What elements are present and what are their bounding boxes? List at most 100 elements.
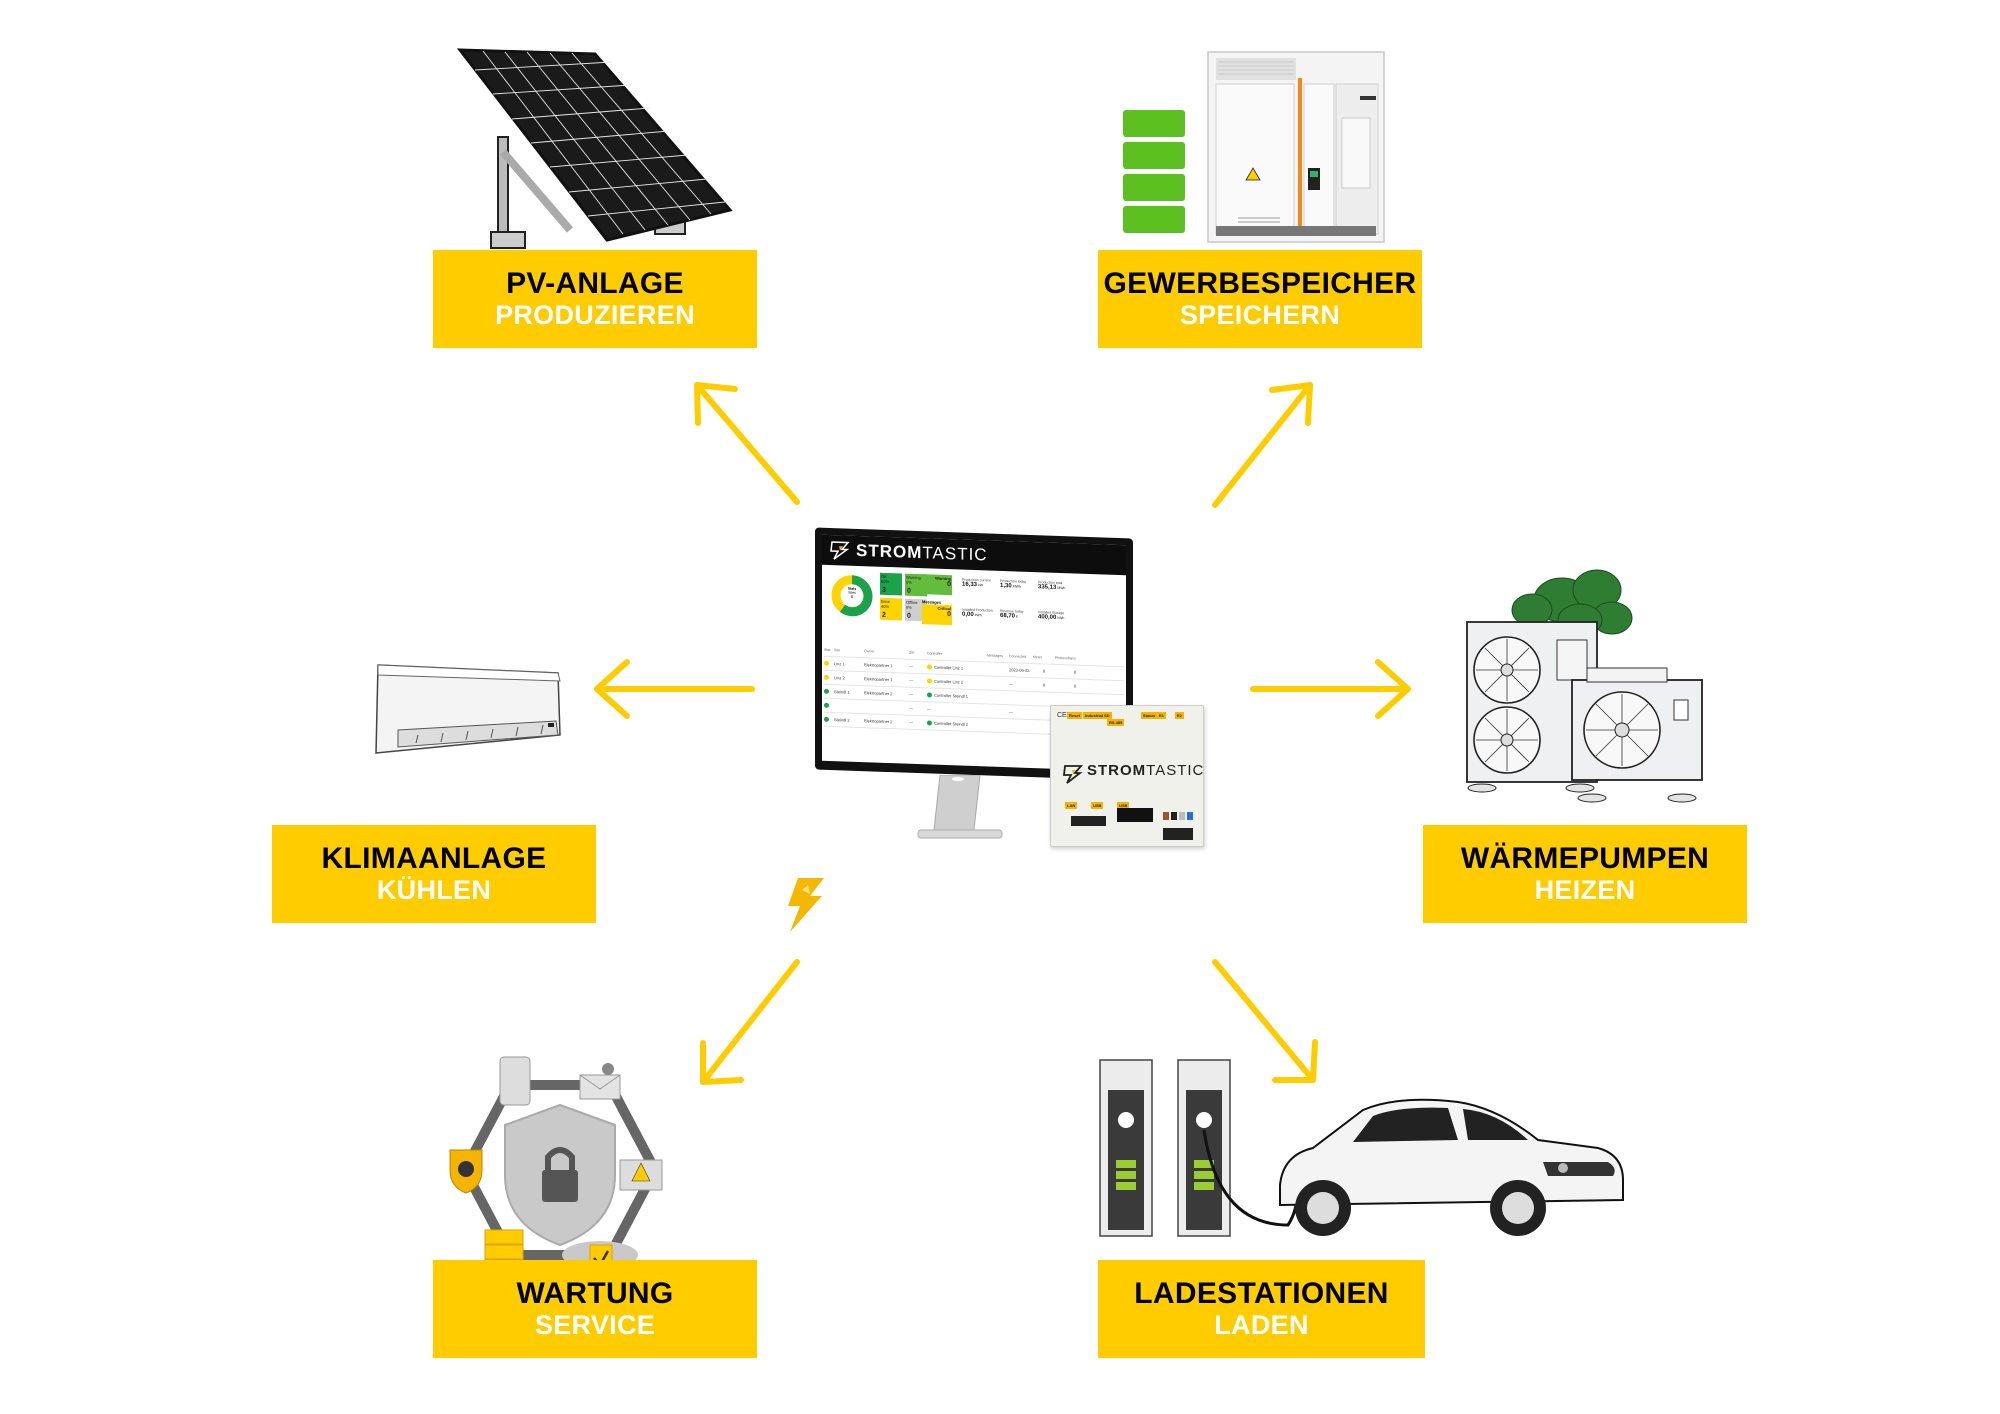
- kpi-value: 16,33 kW: [962, 582, 991, 589]
- controller-cell: Controller Steindl 2: [927, 720, 987, 728]
- site-cell: Linz 1: [834, 661, 845, 667]
- meter-cell: [1033, 699, 1055, 700]
- status-dot-icon: [824, 716, 829, 723]
- ev-charger-icon: [1099, 1059, 1624, 1237]
- messages-cell: [987, 725, 1009, 726]
- node-ac-title: KLIMAANLAGE: [321, 842, 547, 875]
- status-cell: [824, 716, 834, 723]
- arrow-to-maintenance: [700, 959, 800, 1085]
- messages-cell: [987, 669, 1009, 670]
- arrow-to-ac: [594, 659, 755, 719]
- controller-status-dot-icon: [927, 692, 932, 698]
- node-charging[interactable]: LADESTATIONEN LADEN: [1098, 1260, 1425, 1358]
- kpi-number: 16,33: [962, 581, 978, 589]
- site-cell: [834, 706, 864, 707]
- node-ac-subtitle: KÜHLEN: [376, 875, 492, 905]
- donut-value: 5: [851, 594, 853, 599]
- status-cell: [824, 688, 834, 695]
- status-dot-icon: [824, 660, 829, 667]
- dashboard-header: STROMTASTIC: [822, 534, 1126, 576]
- node-heatpump[interactable]: WÄRMEPUMPEN HEIZEN: [1423, 825, 1747, 923]
- monitor-stand: [917, 775, 1003, 839]
- zip-cell: —: [909, 663, 913, 669]
- node-storage-title: GEWERBESPEICHER: [1103, 267, 1417, 300]
- connected-cell: —: [1009, 709, 1013, 715]
- node-maintenance-title: WARTUNG: [516, 1277, 674, 1310]
- arrow-to-pv: [694, 382, 800, 505]
- kpi-value: 400,00 kWh: [1038, 614, 1064, 621]
- kpi-unit: kWh: [973, 612, 982, 618]
- status-cell: [824, 674, 834, 681]
- controller-name: Controller Steindl 2: [934, 720, 969, 727]
- controller-port-label: RS 485: [1107, 719, 1125, 726]
- car-icon: [1279, 1098, 1624, 1236]
- table-header-cell: Photovoltaics: [1055, 655, 1076, 661]
- node-heatpump-subtitle: HEIZEN: [1534, 875, 1636, 905]
- message-tile-value: 0: [947, 611, 951, 619]
- connected-cell: —: [1009, 681, 1013, 687]
- controller-name: Controller Steindl 1: [934, 692, 969, 699]
- message-tile-value: 0: [947, 581, 951, 589]
- controller-port-label: Status: [1141, 712, 1158, 719]
- kpi-number: 400,00: [1038, 614, 1057, 621]
- battery-storage-icon: [1123, 51, 1385, 243]
- table-header-cell: ZIP: [909, 650, 915, 655]
- owner-cell: Elektropartner 1: [864, 662, 893, 669]
- node-maintenance-subtitle: SERVICE: [534, 1310, 656, 1340]
- controller-port-label: LAN: [1065, 802, 1078, 809]
- heat-pump-icon: [1466, 569, 1703, 803]
- node-ac[interactable]: KLIMAANLAGE KÜHLEN: [272, 825, 596, 923]
- zip-cell: —: [909, 677, 913, 683]
- controller-port-label: USB: [1117, 802, 1130, 809]
- node-pv[interactable]: PV-ANLAGE PRODUZIEREN: [433, 250, 757, 348]
- charging-station-1: [1099, 1059, 1153, 1237]
- node-maintenance[interactable]: WARTUNG SERVICE: [433, 1260, 757, 1358]
- node-storage[interactable]: GEWERBESPEICHER SPEICHERN: [1098, 250, 1422, 348]
- owner-cell: Elektropartner 1: [864, 676, 893, 683]
- kpi-unit: MWh: [1056, 585, 1066, 591]
- controller-port-label: Reset: [1067, 712, 1082, 719]
- node-charging-subtitle: LADEN: [1214, 1310, 1309, 1340]
- status-dot-icon: [824, 674, 829, 681]
- kpi-unit: kW: [977, 583, 984, 588]
- pv-cell: 0: [1073, 683, 1077, 689]
- controller-brand: STROMTASTIC: [1087, 762, 1204, 779]
- meter-cell: 0: [1042, 682, 1046, 688]
- kpi-number: 0,00: [962, 611, 974, 618]
- stromtastic-logo-icon: [830, 541, 850, 560]
- security-shield-icon: [449, 1056, 663, 1275]
- controller-name: Controller Linz 1: [934, 664, 964, 671]
- battery-level-icon: [1123, 110, 1185, 233]
- status-tile-value: 3: [882, 586, 886, 594]
- owner-cell: Elektropartner 2: [864, 690, 893, 697]
- io-terminal: [1163, 828, 1193, 840]
- brand-name: STROMTASTIC: [856, 541, 988, 566]
- controller-cell: Controller Steindl 1: [927, 692, 987, 700]
- messages-cell: [987, 697, 1009, 698]
- solar-panel-icon: [456, 48, 733, 249]
- connected-cell: [1009, 726, 1033, 727]
- brand-bold: STROM: [856, 540, 923, 563]
- arrow-to-charging: [1212, 959, 1318, 1083]
- donut-ok-segment: [831, 575, 873, 617]
- kpi-number: 335,13: [1038, 584, 1057, 591]
- air-conditioner-icon: [375, 664, 561, 754]
- table-header-cell: Stat: [824, 647, 831, 652]
- arrow-to-storage: [1212, 382, 1313, 508]
- node-charging-title: LADESTATIONEN: [1134, 1277, 1389, 1310]
- meter-cell: 0: [1042, 668, 1046, 674]
- status-tile-pct: 60%: [881, 578, 890, 585]
